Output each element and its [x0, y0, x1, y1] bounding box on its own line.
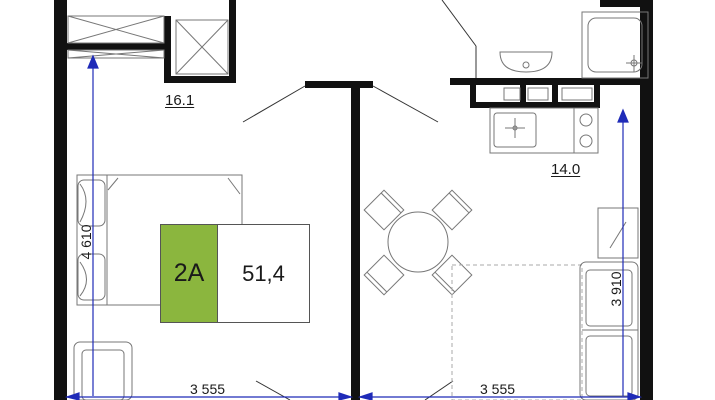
wall-wardrobe-right [164, 16, 171, 82]
wall-bath-bottom [470, 102, 600, 108]
wall-bath-post-2 [520, 78, 526, 108]
wall-top-right [600, 0, 645, 7]
kitchen-area-label: 14.0 [551, 161, 581, 178]
wall-partition-top [305, 81, 373, 88]
wardrobe-top [67, 15, 165, 44]
rug-outline [451, 264, 583, 400]
wall-bath-post-1 [470, 78, 476, 108]
living-width-dimension: 3 555 [480, 381, 516, 397]
wall-wardrobe-bottom [164, 76, 236, 83]
unit-badge: 2А 51,4 [160, 224, 310, 323]
ventilation-shaft [175, 19, 229, 75]
kitchen-height-dimension: 3 910 [608, 271, 624, 307]
wall-shaft-right [229, 0, 236, 82]
wall-top-left-segment [54, 43, 166, 50]
unit-type-label: 2А [161, 225, 218, 322]
sofa [579, 261, 639, 400]
bedroom-area-label: 16.1 [165, 92, 195, 109]
dining-set [363, 189, 473, 296]
wall-bath-top [450, 78, 645, 85]
wall-bath-post-4 [594, 78, 600, 108]
unit-total-area: 51,4 [242, 260, 285, 286]
dimension-lines [64, 54, 643, 400]
kitchen-furniture [489, 107, 639, 259]
bedroom-width-dimension: 3 555 [190, 381, 226, 397]
walls [54, 0, 653, 400]
outer-wall-left [54, 0, 67, 400]
armchair [73, 341, 133, 400]
bedroom-height-dimension: 4 610 [78, 224, 94, 260]
bathroom-fixtures [499, 11, 649, 101]
wall-bath-post-3 [552, 78, 558, 108]
wall-partition-vertical [351, 81, 360, 400]
wardrobes [67, 15, 229, 75]
outer-wall-right [640, 0, 653, 400]
